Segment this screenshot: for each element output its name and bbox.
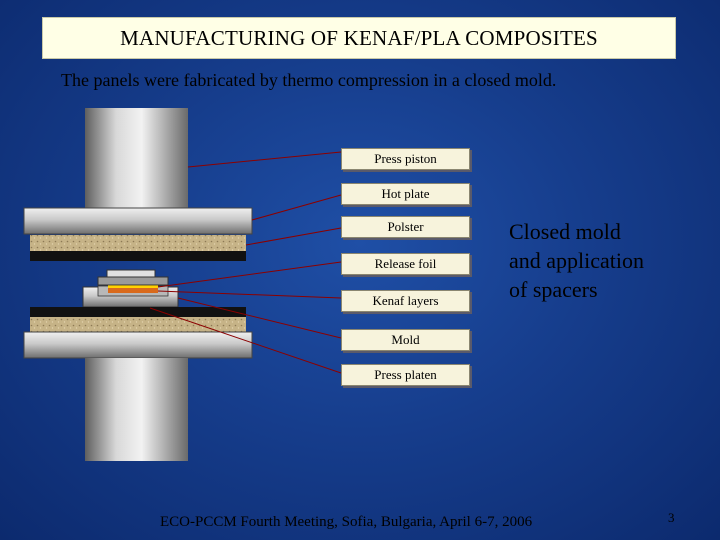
leader-polster	[245, 227, 342, 246]
leader-press-piston	[187, 151, 342, 168]
leader-hot-plate	[251, 194, 342, 221]
leader-lines	[149, 151, 342, 374]
upper-black-layer	[30, 251, 246, 261]
label-press-piston: Press piston	[341, 148, 470, 170]
kenaf-layers-inner	[108, 288, 158, 293]
upper-piston	[85, 108, 188, 208]
label-mold: Mold	[341, 329, 470, 351]
side-text: Closed mold and application of spacers	[509, 217, 689, 304]
label-press-platen: Press platen	[341, 364, 470, 386]
leader-release-foil	[157, 261, 342, 288]
leader-mold	[177, 297, 342, 339]
lower-polster	[30, 317, 246, 333]
upper-polster	[30, 235, 246, 251]
page-number: 3	[668, 510, 675, 525]
lower-piston	[85, 358, 188, 461]
leader-press-platen	[149, 307, 342, 374]
side-text-line-3: of spacers	[509, 277, 598, 302]
mold-top-frame	[97, 276, 169, 286]
slide-title: MANUFACTURING OF KENAF/PLA COMPOSITES	[120, 25, 598, 50]
lower-hot-plate	[23, 331, 253, 359]
upper-hot-plate	[23, 207, 253, 235]
release-foil-inner	[108, 286, 158, 288]
label-release-foil: Release foil	[341, 253, 470, 275]
slide-subtitle: The panels were fabricated by thermo com…	[61, 70, 557, 90]
label-polster: Polster	[341, 216, 470, 238]
side-text-line-2: and application	[509, 248, 645, 273]
label-hot-plate: Hot plate	[341, 183, 470, 205]
label-kenaf-layers: Kenaf layers	[341, 290, 470, 312]
footer-text: ECO-PCCM Fourth Meeting, Sofia, Bulgaria…	[160, 514, 533, 530]
side-text-line-1: Closed mold	[509, 219, 621, 244]
slide-title-box: MANUFACTURING OF KENAF/PLA COMPOSITES	[42, 17, 676, 59]
leader-kenaf-layers	[157, 290, 342, 299]
lower-black-layer	[30, 307, 246, 317]
